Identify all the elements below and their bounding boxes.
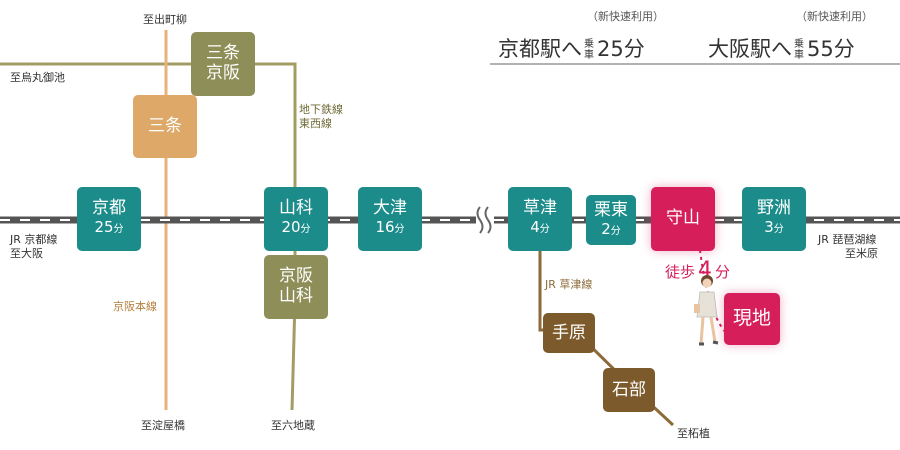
kyoto-ride-stack: 乗車 <box>584 39 595 61</box>
time-unit: 分 <box>113 224 124 235</box>
ride-char-1: 乗 <box>584 39 594 50</box>
label-to-karasuma-oike: 至烏丸御池 <box>10 71 65 84</box>
station-name-line2: 京阪 <box>206 63 240 83</box>
station-ritto: 栗東 2分 <box>586 195 636 245</box>
station-ishibe: 石部 <box>603 368 655 412</box>
station-name: 野洲 <box>757 198 791 218</box>
osaka-dest: 大阪駅へ <box>708 37 792 61</box>
station-yamashina: 山科 20分 <box>264 187 328 251</box>
time-unit: 分 <box>610 226 621 237</box>
label-to-osaka: 至大阪 <box>10 247 43 260</box>
walking-person-icon <box>694 275 719 346</box>
tozai-line <box>0 62 297 411</box>
station-yasu: 野洲 3分 <box>742 187 806 251</box>
ride-char-1: 乗 <box>794 39 804 50</box>
label-jr-kusatsu-line: JR 草津線 <box>545 278 593 291</box>
station-kusatsu: 草津 4分 <box>508 187 572 251</box>
kyoto-dest: 京都駅へ <box>498 37 582 61</box>
osaka-time: 55分 <box>807 37 855 61</box>
station-name: 三条 <box>148 116 182 136</box>
station-time: 20分 <box>264 218 328 239</box>
station-name-line1: 三条 <box>206 43 240 63</box>
label-jr-kyoto-line: JR 京都線 <box>10 233 58 246</box>
osaka-ride-stack: 乗車 <box>794 39 805 61</box>
station-time: 2分 <box>586 220 636 241</box>
ride-char-2: 車 <box>584 50 594 61</box>
label-to-rokujizo: 至六地蔵 <box>271 419 315 432</box>
station-name-line1: 京阪 <box>279 266 313 286</box>
time-unit: 分 <box>773 224 784 235</box>
time-value: 25 <box>94 218 114 236</box>
kyoto-note: （新快速利用） <box>587 10 664 23</box>
osaka-note: （新快速利用） <box>796 10 873 23</box>
station-moriyama: 守山 <box>651 187 715 251</box>
label-subway-tozai-2: 東西線 <box>299 117 332 130</box>
station-time: 3分 <box>742 218 806 239</box>
time-value: 2 <box>601 220 611 238</box>
station-time: 4分 <box>508 218 572 239</box>
station-time: 16分 <box>358 218 422 239</box>
station-otsu: 大津 16分 <box>358 187 422 251</box>
line-break-icon <box>476 206 492 234</box>
label-to-tsuge: 至柘植 <box>677 427 710 440</box>
station-sanjo: 三条 <box>133 95 197 158</box>
station-name: 石部 <box>612 380 646 400</box>
time-unit: 分 <box>300 224 311 235</box>
station-keihan-yamashina: 京阪 山科 <box>264 255 328 319</box>
label-to-demachiyanagi: 至出町柳 <box>143 13 187 26</box>
station-name: 京都 <box>92 198 126 218</box>
kyoto-time: 25分 <box>597 37 645 61</box>
station-name-line2: 山科 <box>279 286 313 306</box>
label-to-yodoyabashi: 至淀屋橋 <box>141 419 185 432</box>
walk-unit: 分 <box>715 263 731 281</box>
time-unit: 分 <box>539 224 550 235</box>
site-name: 現地 <box>732 307 771 329</box>
station-name: 手原 <box>552 323 586 343</box>
label-subway-tozai-1: 地下鉄線 <box>299 103 343 116</box>
station-kyoto: 京都 25分 <box>77 187 141 251</box>
time-unit: 分 <box>394 224 405 235</box>
station-tehara: 手原 <box>543 313 595 353</box>
time-value: 4 <box>530 218 540 236</box>
time-value: 3 <box>764 218 774 236</box>
station-name: 栗東 <box>594 200 628 220</box>
time-value: 16 <box>375 218 395 236</box>
station-time: 25分 <box>77 218 141 239</box>
ride-char-2: 車 <box>794 50 804 61</box>
walk-label: 徒歩 <box>665 263 696 281</box>
station-name: 守山 <box>666 208 700 228</box>
label-keihan-main-line: 京阪本線 <box>113 300 157 313</box>
time-value: 20 <box>281 218 301 236</box>
station-name: 大津 <box>373 198 407 218</box>
station-sanjo-keihan: 三条 京阪 <box>191 32 255 96</box>
label-jr-biwako-line: JR 琵琶湖線 <box>818 233 877 246</box>
station-name: 山科 <box>279 198 313 218</box>
station-name: 草津 <box>523 198 557 218</box>
label-to-maibara: 至米原 <box>845 247 878 260</box>
destination-site: 現地 <box>724 293 780 345</box>
